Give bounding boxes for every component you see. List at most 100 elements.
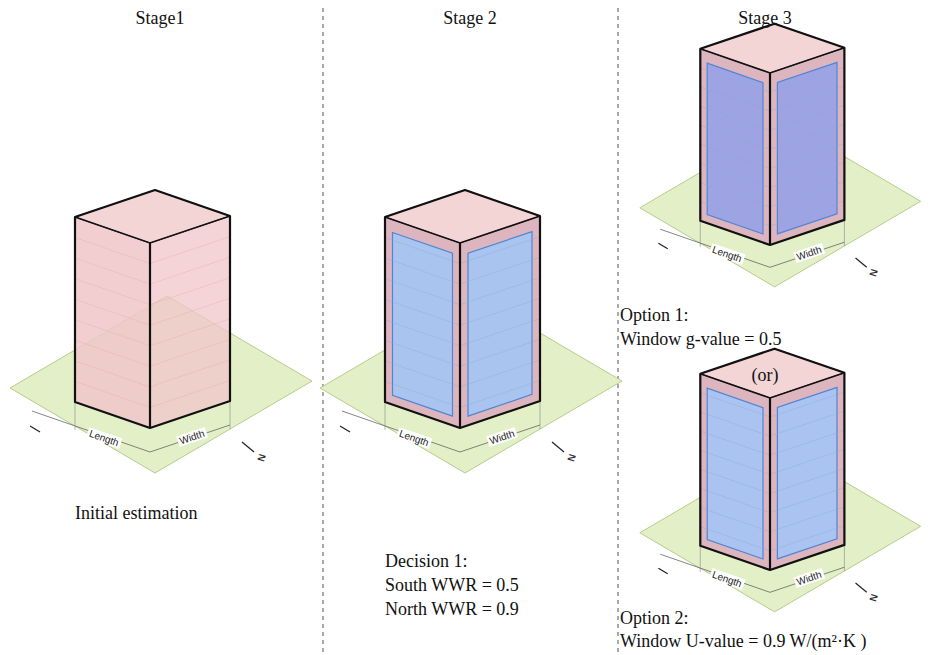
window-glazing: [777, 387, 837, 559]
north-label: N: [256, 453, 268, 463]
roof: [75, 190, 230, 243]
width-dimension-line: [460, 425, 540, 452]
building-outline: [385, 190, 540, 428]
corner-edge: [769, 73, 771, 245]
option-text: Window g-value = 0.5: [620, 329, 781, 351]
extension-line: [844, 545, 845, 571]
floor-line: [770, 526, 844, 551]
floor-line: [385, 340, 460, 366]
floor-line: [150, 298, 230, 325]
floor-line: [770, 449, 844, 474]
floor-line: [700, 527, 770, 551]
extension-line: [230, 401, 231, 429]
north-mark: [242, 442, 254, 452]
floor-line: [700, 87, 770, 111]
extension-line: [700, 546, 701, 572]
corner-edge: [149, 243, 151, 428]
section-mark: [658, 568, 667, 574]
floor-line: [385, 381, 460, 407]
floor-line: [460, 298, 540, 325]
floor-line: [150, 319, 230, 346]
window-glazing: [707, 63, 763, 234]
floor-line: [150, 278, 230, 305]
floor-line: [460, 380, 540, 407]
floor-line: [770, 163, 844, 188]
roof-edge: [700, 48, 844, 73]
corner-edge: [459, 243, 461, 428]
left-facade: [700, 374, 770, 570]
left-facade: [75, 217, 150, 428]
floor-line: [700, 144, 770, 168]
floor-line: [75, 238, 150, 264]
floor-line: [385, 320, 460, 346]
floor-line: [385, 299, 460, 325]
floor-line: [700, 488, 770, 512]
floor-line: [700, 412, 770, 436]
right-facade: [770, 48, 844, 245]
width-dimension-line: [770, 567, 844, 592]
floor-line: [385, 238, 460, 264]
floor-line: [770, 411, 844, 436]
floor-line: [75, 320, 150, 346]
floor-line: [770, 105, 844, 130]
building-group: [10, 24, 921, 612]
floor-line: [770, 507, 844, 532]
building-outline: [75, 190, 230, 428]
option-text: Window U-value = 0.9 W/(m²·K ): [620, 631, 866, 653]
extension-line: [700, 221, 701, 247]
extension-line: [75, 402, 76, 430]
floor-line: [770, 124, 844, 149]
floor-line: [150, 380, 230, 407]
north-label: N: [868, 268, 880, 278]
floor-line: [770, 468, 844, 493]
floor-line: [460, 278, 540, 305]
floor-line: [460, 360, 540, 387]
floor-line: [770, 143, 844, 168]
option-heading: Option 2:: [620, 608, 689, 630]
floor-line: [75, 279, 150, 305]
floor-line: [700, 183, 770, 207]
north-label: N: [566, 453, 578, 463]
decision-heading: Decision 1:: [385, 551, 468, 573]
floor-line: [460, 237, 540, 264]
left-facade: [700, 49, 770, 245]
roof-edge: [385, 216, 540, 243]
building-outline: [700, 24, 844, 245]
roof: [700, 24, 844, 73]
window-glazing: [468, 232, 532, 417]
section-mark: [340, 426, 350, 432]
right-facade: [150, 216, 230, 428]
floor-line: [700, 68, 770, 92]
floor-line: [75, 340, 150, 366]
width-dimension-line: [150, 425, 230, 452]
roof: [385, 190, 540, 243]
section-mark: [658, 243, 667, 249]
right-facade: [460, 216, 540, 428]
option-heading: Option 1:: [620, 305, 689, 327]
floor-line: [75, 381, 150, 407]
floor-line: [75, 361, 150, 387]
floor-line: [385, 258, 460, 284]
floor-line: [700, 393, 770, 417]
floor-line: [770, 488, 844, 513]
separator-note: (or): [752, 365, 779, 387]
floor-line: [150, 237, 230, 264]
floor-line: [150, 257, 230, 284]
stage-heading: Stage 2: [443, 8, 497, 30]
floor-line: [150, 339, 230, 366]
window-glazing: [777, 62, 837, 234]
floor-line: [770, 182, 844, 207]
north-label: N: [868, 593, 880, 603]
left-facade: [385, 217, 460, 428]
floor-line: [770, 430, 844, 455]
extension-line: [844, 220, 845, 246]
stage-divider: [323, 8, 324, 655]
decision-text: North WWR = 0.9: [385, 599, 519, 621]
window-glazing: [707, 388, 763, 559]
window-glazing: [393, 233, 453, 417]
floor-line: [700, 202, 770, 226]
floor-line: [700, 163, 770, 187]
floor-line: [700, 431, 770, 455]
